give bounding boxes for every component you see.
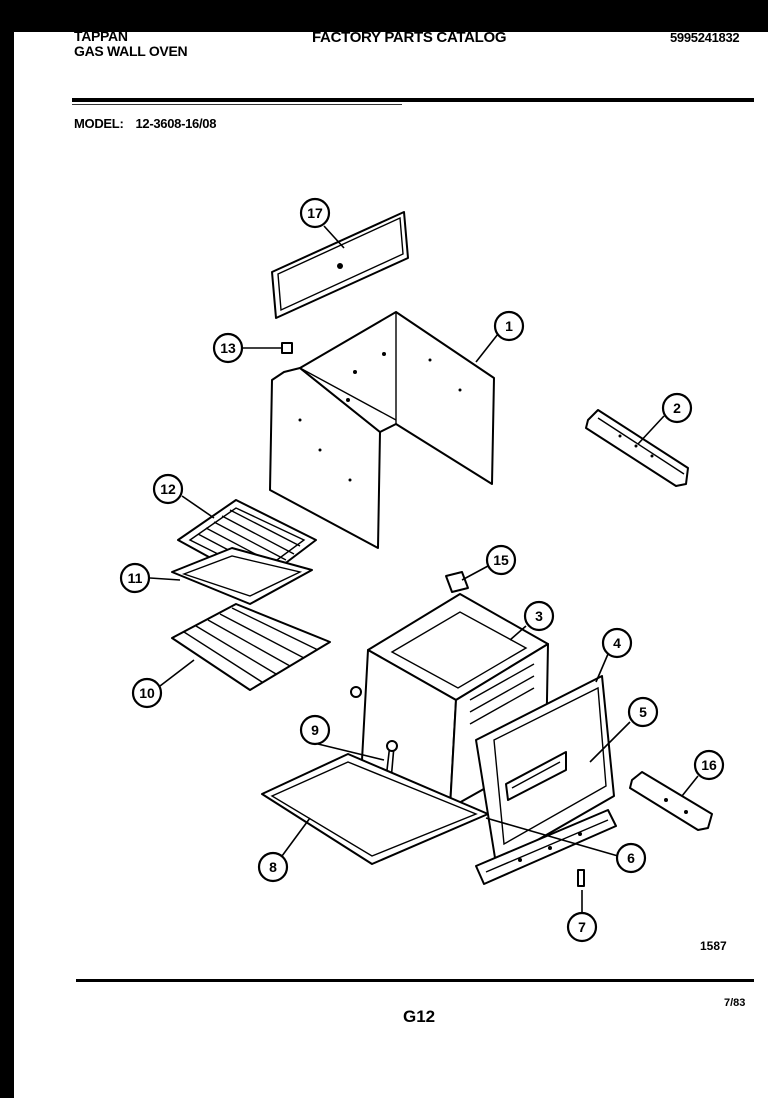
svg-text:4: 4: [613, 635, 621, 651]
revision-date: 7/83: [724, 997, 746, 1009]
svg-text:15: 15: [493, 552, 509, 568]
part-side-trim: [629, 771, 713, 831]
callout-6: 6: [615, 842, 647, 874]
svg-text:13: 13: [220, 340, 236, 356]
callout-17: 17: [299, 197, 331, 229]
model-line: MODEL: 12-3608-16/08: [74, 116, 216, 131]
svg-text:6: 6: [627, 850, 635, 866]
model-label: MODEL:: [74, 116, 124, 131]
svg-text:10: 10: [139, 685, 155, 701]
svg-text:2: 2: [673, 400, 681, 416]
callout-5: 5: [627, 696, 659, 728]
callout-12: 12: [152, 473, 184, 505]
page-number: G12: [403, 1007, 436, 1026]
callout-9: 9: [299, 714, 331, 746]
svg-text:9: 9: [311, 722, 319, 738]
svg-text:17: 17: [307, 205, 323, 221]
catalog-title: FACTORY PARTS CATALOG: [312, 29, 507, 46]
model-number: 12-3608-16/08: [135, 116, 217, 131]
callout-3: 3: [523, 600, 555, 632]
drawing-number: 1587: [700, 939, 727, 953]
brand-block: TAPPAN GAS WALL OVEN: [74, 28, 188, 59]
part-broiler-pan: [171, 547, 313, 605]
part-oven-liner: [350, 593, 549, 809]
callout-4: 4: [601, 627, 633, 659]
header-rule: [72, 98, 754, 102]
svg-text:5: 5: [639, 704, 647, 720]
callout-16: 16: [693, 749, 725, 781]
part-door-panel: [505, 751, 567, 801]
callout-7: 7: [566, 911, 598, 943]
svg-text:8: 8: [269, 859, 277, 875]
part-trim-strip: [585, 409, 689, 487]
callout-10: 10: [131, 677, 163, 709]
brand-name: TAPPAN: [74, 28, 128, 44]
part-control-panel: [475, 809, 617, 885]
callout-8: 8: [257, 851, 289, 883]
product-name: GAS WALL OVEN: [74, 43, 188, 59]
part-outer-wrapper: [269, 311, 495, 549]
svg-text:11: 11: [128, 570, 143, 586]
callout-11: 11: [119, 562, 151, 594]
header-rule-secondary: [72, 104, 402, 105]
part-oven-rack: [171, 603, 331, 691]
leader-lines: [149, 225, 699, 912]
svg-text:12: 12: [160, 481, 176, 497]
part-bracket-small: [281, 342, 293, 354]
footer-rule: [76, 979, 754, 982]
callout-1: 1: [493, 310, 525, 342]
callout-13: 13: [212, 332, 244, 364]
svg-text:1: 1: [505, 318, 513, 334]
svg-text:3: 3: [535, 608, 543, 624]
part-top-panel: [271, 211, 409, 319]
catalog-number: 5995241832: [670, 30, 740, 45]
svg-text:16: 16: [701, 757, 717, 773]
callout-15: 15: [485, 544, 517, 576]
callout-2: 2: [661, 392, 693, 424]
part-screw: [577, 869, 585, 887]
part-small-clip: [445, 571, 469, 593]
svg-text:7: 7: [578, 919, 586, 935]
